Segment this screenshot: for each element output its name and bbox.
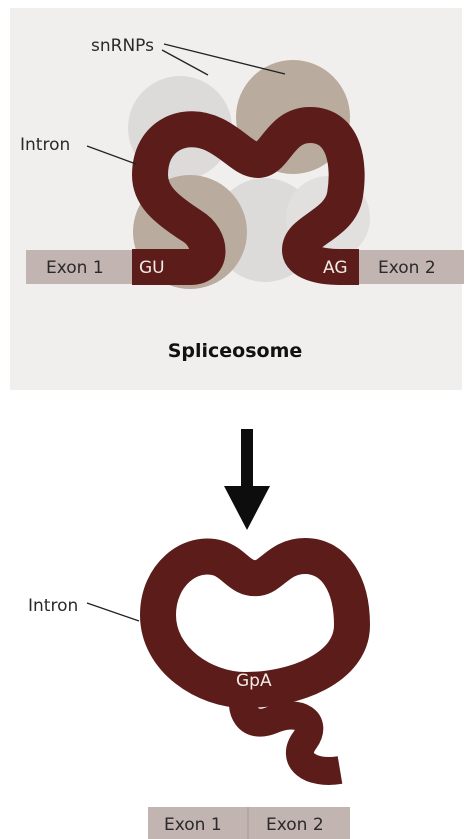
lariat-loop: [158, 556, 352, 690]
splice-site-ag-label: AG: [323, 258, 348, 278]
intron-label-top: Intron: [20, 135, 70, 155]
exon-1-label: Exon 1: [46, 258, 104, 278]
intron-label-bottom: Intron: [28, 596, 78, 616]
spliceosome-caption: Spliceosome: [168, 340, 303, 362]
exon-2-label: Exon 2: [378, 258, 436, 278]
ligated-exon-1-label: Exon 1: [164, 815, 222, 835]
ligated-exon-2-label: Exon 2: [266, 815, 324, 835]
snrnps-label: snRNPs: [91, 36, 154, 56]
splice-site-gu-label: GU: [139, 258, 165, 278]
product-panel: Intron GpA Exon 1 Exon 2: [28, 556, 352, 839]
down-arrow-icon: [224, 429, 270, 530]
spliceosome-panel: snRNPs Intron Exon 1 Exon 2 GU AG Splice…: [10, 8, 464, 390]
intron-pointer-bottom: [87, 603, 139, 621]
branch-point-gpa-label: GpA: [236, 671, 272, 691]
